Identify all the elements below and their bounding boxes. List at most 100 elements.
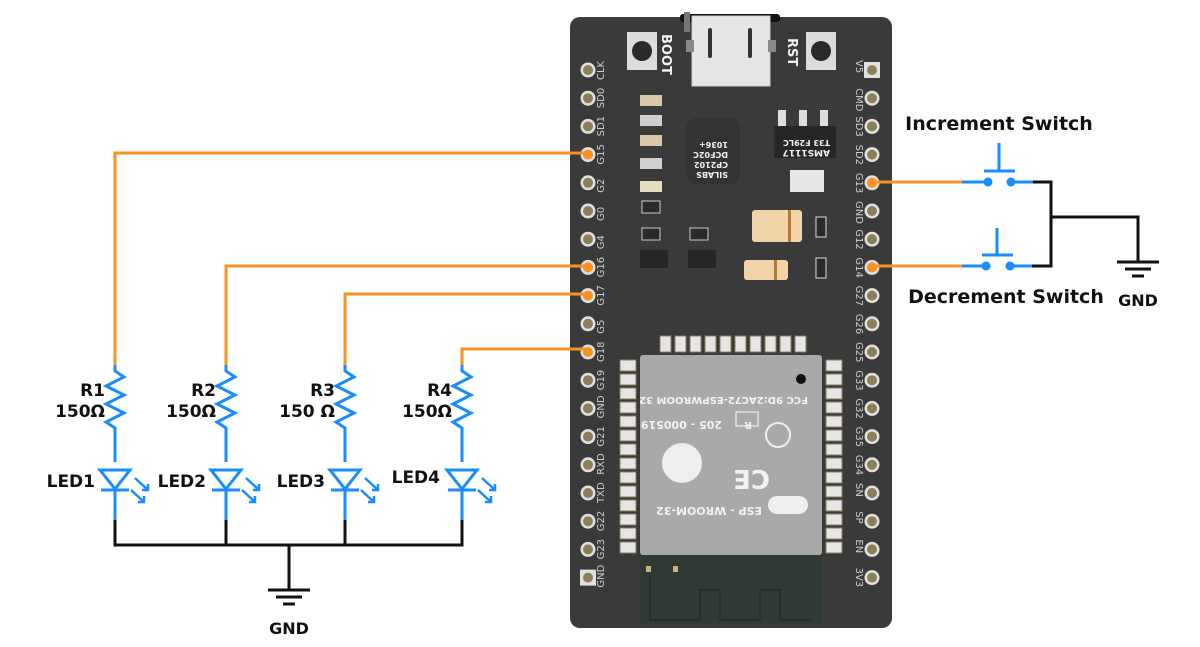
pin-label: SD2 — [853, 145, 864, 165]
led-4-icon — [443, 468, 497, 520]
pin-en[interactable]: EN — [853, 539, 880, 557]
pin-g4[interactable]: G4 — [580, 231, 608, 250]
pin-g0[interactable]: G0 — [580, 203, 608, 222]
pin-label: G33 — [853, 370, 864, 390]
wire-g15-r1 — [113, 151, 590, 365]
pin-label: CLK — [596, 60, 607, 80]
led-gnd-label: GND — [269, 619, 309, 638]
led-2-icon — [207, 468, 261, 520]
pin-cmd[interactable]: CMD — [853, 88, 880, 112]
pin-g25[interactable]: G25 — [853, 342, 880, 362]
reset-label: RST — [784, 38, 799, 66]
pin-clk[interactable]: CLK — [580, 60, 608, 80]
espressif-logo-icon — [662, 443, 702, 483]
pin-g5[interactable]: G5 — [580, 316, 608, 334]
pin-label: GND — [853, 201, 864, 224]
pin-label: G0 — [596, 207, 607, 221]
pin-label: CMD — [853, 88, 864, 112]
esp-wroom-32-module: FCC 9D:2AC72-ESPWROOM 32 205 - 000519 R … — [619, 335, 843, 623]
svg-text:DCF02C: DCF02C — [693, 150, 728, 159]
pin-rxd[interactable]: RXD — [580, 453, 608, 475]
pin-txd[interactable]: TXD — [580, 482, 608, 504]
pin-label: SD3 — [853, 116, 864, 136]
ce-icon: CE — [733, 463, 770, 493]
svg-text:1036+: 1036+ — [699, 140, 728, 149]
wifi-icon — [768, 496, 808, 514]
wire-g16-r2 — [224, 264, 590, 365]
pin-g23[interactable]: G23 — [580, 539, 608, 559]
svg-text:AMS1117: AMS1117 — [783, 147, 830, 157]
resistor-name: R2 — [191, 381, 216, 401]
pin-label: RXD — [596, 453, 607, 475]
pin-v5[interactable]: V5 — [853, 60, 880, 78]
module-model: ESP - WROOM-32 — [656, 504, 762, 517]
pin-label: G4 — [596, 235, 607, 249]
led-label: LED3 — [277, 472, 325, 492]
pin-label: SD0 — [596, 88, 607, 108]
resistor-value: 150Ω — [55, 402, 105, 422]
pin-label: G25 — [853, 342, 864, 362]
reset-button[interactable] — [806, 32, 836, 70]
pin-g2[interactable]: G2 — [580, 175, 608, 193]
pin-label: G2 — [596, 179, 607, 193]
led-label: LED2 — [158, 472, 206, 492]
boot-button[interactable] — [627, 32, 657, 70]
wire-g17-r3 — [343, 292, 590, 365]
pin-g34[interactable]: G34 — [853, 455, 880, 475]
pin-label: G17 — [596, 285, 607, 305]
decrement-switch[interactable] — [988, 254, 1006, 276]
pin-sd3[interactable]: SD3 — [853, 116, 880, 137]
resistor-r4 — [449, 365, 475, 462]
pin-label: G13 — [853, 173, 864, 193]
pin-label: V5 — [853, 60, 864, 73]
pin-label: GND — [596, 564, 607, 587]
increment-switch[interactable] — [990, 170, 1008, 192]
pin-g33[interactable]: G33 — [853, 370, 880, 391]
svg-text:R: R — [744, 419, 752, 430]
led-3-icon — [326, 468, 380, 520]
pin-sp[interactable]: SP — [853, 511, 880, 529]
fcc-text: FCC 9D:2AC72-ESPWROOM 32 — [639, 394, 808, 405]
pin-3v3[interactable]: 3V3 — [853, 568, 880, 588]
led-ground-bus — [113, 520, 464, 606]
pin-label: G5 — [596, 320, 607, 334]
pin-g27[interactable]: G27 — [853, 286, 880, 306]
resistor-value: 150Ω — [166, 402, 216, 422]
pin-gnd[interactable]: GND — [580, 395, 608, 418]
pin-label: G18 — [596, 342, 607, 362]
pin-label: G15 — [596, 144, 607, 164]
pin-label: 3V3 — [853, 568, 864, 588]
pin-sd0[interactable]: SD0 — [580, 88, 608, 108]
pin-g21[interactable]: G21 — [580, 426, 608, 447]
pin-label: G21 — [596, 426, 607, 446]
pin-gnd[interactable]: GND — [580, 564, 607, 588]
pin-g12[interactable]: G12 — [853, 229, 880, 250]
pin-g32[interactable]: G32 — [853, 398, 880, 419]
pin-sd1[interactable]: SD1 — [580, 116, 608, 136]
pin-label: G22 — [596, 511, 607, 531]
pin-label: G34 — [853, 455, 864, 475]
pin-g22[interactable]: G22 — [580, 511, 608, 531]
pin-label: EN — [853, 539, 864, 553]
pin-label: G14 — [853, 257, 864, 277]
pin-label: G16 — [596, 257, 607, 277]
pin-g19[interactable]: G19 — [580, 370, 608, 390]
svg-text:CP2102: CP2102 — [694, 160, 728, 169]
pin-sd2[interactable]: SD2 — [853, 145, 880, 165]
resistor-r2 — [213, 365, 239, 462]
pin-g35[interactable]: G35 — [853, 427, 880, 447]
pin-sn[interactable]: SN — [853, 483, 880, 501]
led-label: LED4 — [392, 468, 441, 488]
smd-components — [640, 95, 827, 280]
pin-g17[interactable]: G17 — [580, 285, 608, 306]
pin-gnd[interactable]: GND — [853, 201, 880, 224]
pin-label: G32 — [853, 398, 864, 418]
pin-g26[interactable]: G26 — [853, 314, 880, 334]
cp2102-chip: SILABS CP2102 DCF02C 1036+ — [686, 118, 740, 184]
